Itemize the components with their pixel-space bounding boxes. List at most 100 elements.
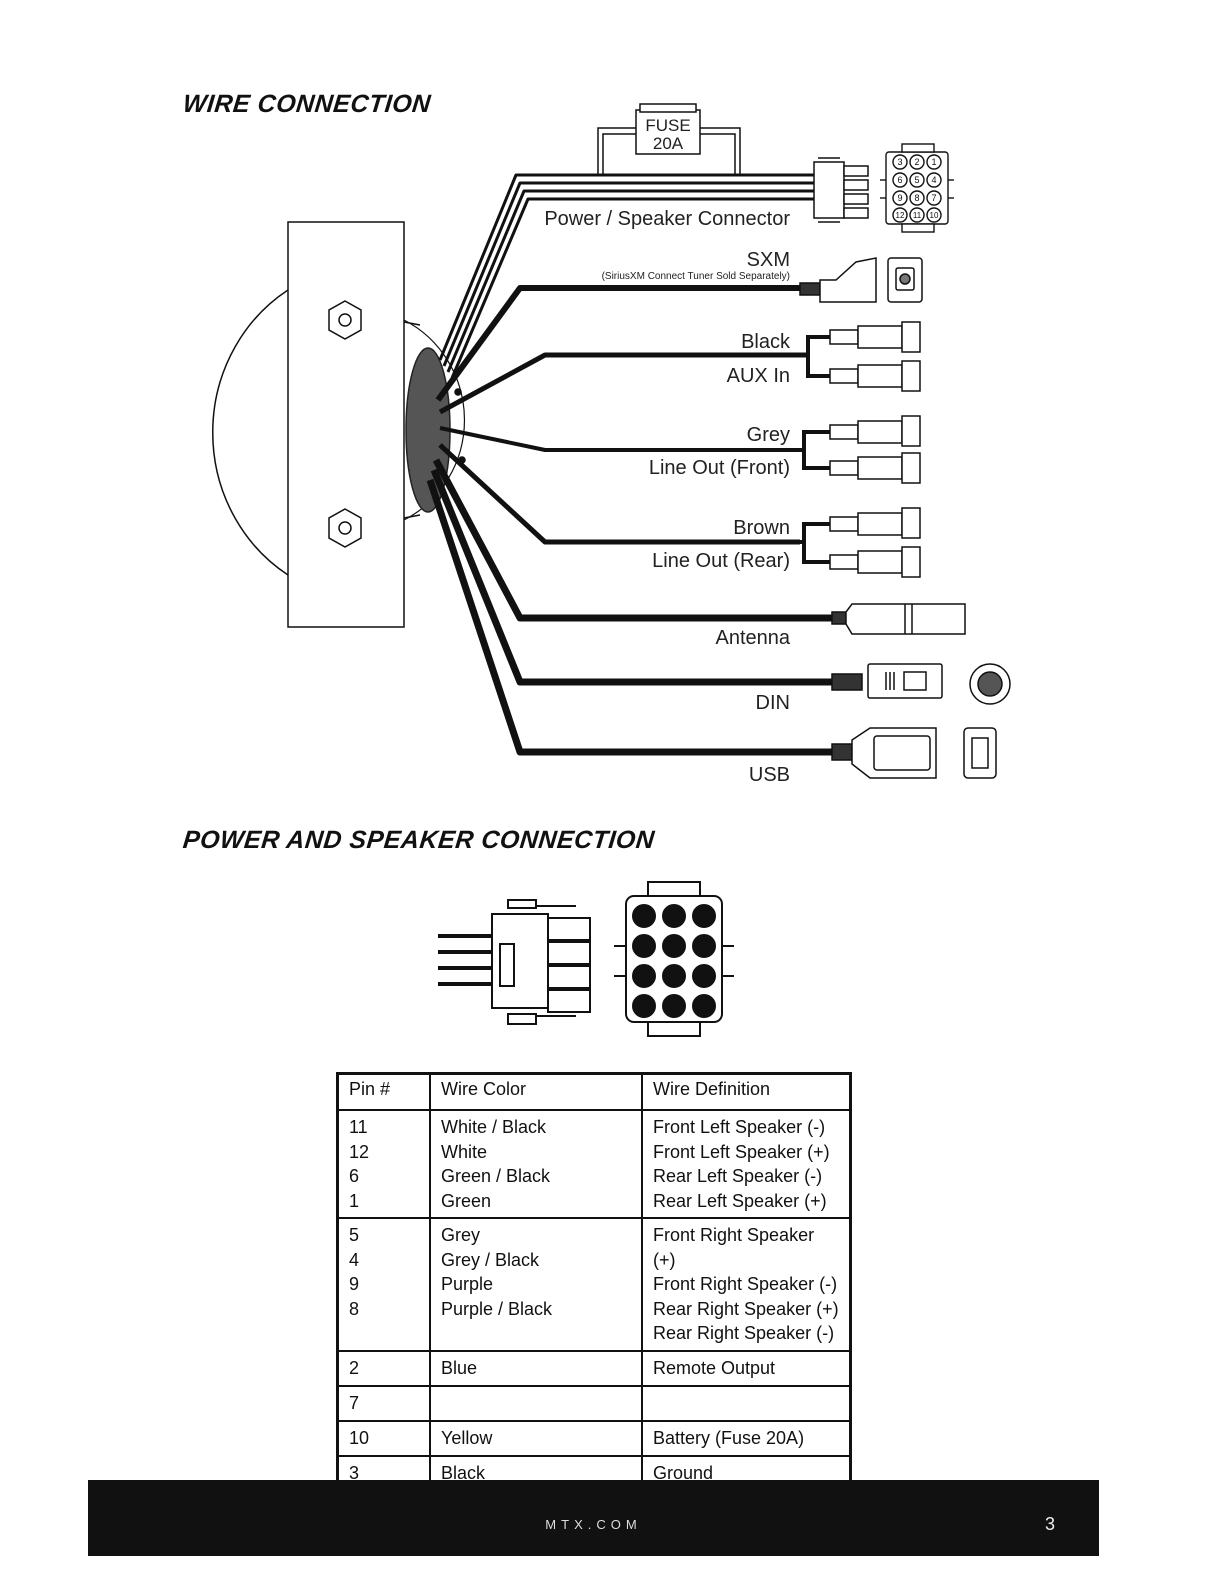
pin-cell: 5 4 9 8	[336, 1217, 431, 1352]
definition-value: Rear Left Speaker (+)	[653, 1190, 827, 1211]
svg-text:6: 6	[639, 936, 649, 956]
din-connector	[831, 663, 1011, 705]
footer-url[interactable]: MTX.COM	[545, 1517, 642, 1532]
color-cell	[429, 1384, 643, 1422]
svg-text:10: 10	[696, 999, 712, 1015]
pin-value: 11	[349, 1117, 368, 1137]
power-speaker-plug	[813, 157, 869, 223]
pin-value: 9	[349, 1274, 360, 1294]
definition-cell: Front Right Speaker (+) Front Right Spea…	[641, 1217, 852, 1352]
sxm-connector	[799, 257, 923, 303]
aux-in-label: AUX In	[727, 365, 790, 387]
pin-definition-table: Pin # Wire Color Wire Definition 11 12 6…	[336, 1072, 852, 1493]
header-pin: Pin #	[336, 1072, 431, 1111]
svg-text:7: 7	[931, 193, 936, 203]
table-row: 10 Yellow Battery (Fuse 20A)	[336, 1419, 852, 1457]
svg-text:5: 5	[669, 936, 679, 956]
color-value: Purple / Black	[441, 1298, 553, 1319]
color-cell: Yellow	[429, 1419, 643, 1457]
definition-value: Rear Right Speaker (-)	[653, 1323, 835, 1343]
line-out-rear-rca-connectors	[800, 507, 921, 578]
fuse-holder	[597, 103, 741, 175]
sxm-note: (SiriusXM Connect Tuner Sold Separately)	[602, 271, 790, 282]
pin-value: 12	[349, 1141, 370, 1162]
page-number: 3	[1044, 1514, 1055, 1534]
svg-text:9: 9	[639, 966, 649, 986]
color-cell: White / Black White Green / Black Green	[429, 1109, 643, 1219]
svg-text:12: 12	[896, 211, 905, 220]
svg-text:5: 5	[914, 175, 919, 185]
definition-value: Front Left Speaker (+)	[653, 1141, 830, 1162]
pin-value: 6	[349, 1166, 360, 1186]
antenna-label: Antenna	[715, 627, 790, 649]
power-speaker-receptacle-large: 3 2 1 6 5 4 9 8 7 12 11 10	[614, 881, 734, 1037]
svg-text:4: 4	[699, 936, 709, 956]
color-value: Green / Black	[441, 1166, 551, 1186]
header-wire-color: Wire Color	[429, 1072, 643, 1111]
usb-label: USB	[749, 764, 790, 786]
pin-cell: 10	[336, 1419, 431, 1457]
svg-text:2: 2	[669, 906, 679, 926]
front-grey-label: Grey	[747, 424, 790, 446]
color-cell: Grey Grey / Black Purple Purple / Black	[429, 1217, 643, 1352]
aux-black-label: Black	[741, 331, 791, 353]
line-out-rear-label: Line Out (Rear)	[652, 550, 790, 572]
pin-value: 1	[349, 1190, 360, 1211]
head-unit	[211, 221, 466, 628]
fuse-label-line1: FUSE	[645, 116, 690, 135]
pin-value: 8	[349, 1298, 360, 1319]
table-row: 2 Blue Remote Output	[336, 1349, 852, 1387]
pin-cell: 2	[336, 1349, 431, 1387]
color-value: Green	[441, 1190, 492, 1211]
definition-cell: Battery (Fuse 20A)	[641, 1419, 852, 1457]
svg-text:11: 11	[667, 999, 682, 1015]
wire-harness	[426, 173, 832, 756]
pin-value: 5	[349, 1225, 360, 1245]
pin-value: 4	[349, 1249, 360, 1270]
pin-cell: 11 12 6 1	[336, 1109, 431, 1219]
sxm-label: SXM	[747, 249, 790, 271]
color-value: White	[441, 1141, 488, 1162]
svg-text:3: 3	[639, 906, 649, 926]
svg-text:2: 2	[914, 157, 919, 167]
definition-cell: Front Left Speaker (-) Front Left Speake…	[641, 1109, 852, 1219]
svg-text:3: 3	[897, 157, 902, 167]
definition-cell: Remote Output	[641, 1349, 852, 1387]
aux-rca-connectors	[806, 321, 921, 392]
svg-text:4: 4	[931, 175, 936, 185]
power-speaker-plug-large	[438, 899, 591, 1025]
svg-text:8: 8	[914, 193, 919, 203]
color-value: Purple	[441, 1274, 494, 1294]
svg-text:10: 10	[930, 211, 939, 220]
svg-text:6: 6	[897, 175, 902, 185]
color-value: Grey / Black	[441, 1249, 540, 1270]
svg-text:9: 9	[897, 193, 902, 203]
wire-connection-diagram: FUSE 20A 3 2 1 6 5 4 9 8 7 12 11 10	[211, 103, 1011, 1037]
page-footer: MTX.COM 3	[88, 1480, 1099, 1556]
fuse-label-line2: 20A	[653, 134, 684, 153]
line-out-front-rca-connectors	[800, 415, 921, 484]
definition-value: Rear Right Speaker (+)	[653, 1298, 839, 1319]
table-header-row: Pin # Wire Color Wire Definition	[336, 1072, 852, 1111]
usb-connector	[831, 727, 997, 779]
rear-brown-label: Brown	[733, 517, 790, 539]
definition-value: Front Left Speaker (-)	[653, 1117, 826, 1137]
svg-text:12: 12	[636, 999, 652, 1015]
svg-text:11: 11	[913, 211, 922, 220]
antenna-connector	[831, 603, 966, 635]
power-speaker-receptacle: 3 2 1 6 5 4 9 8 7 12 11 10	[880, 143, 954, 233]
pin-cell: 7	[336, 1384, 431, 1422]
svg-text:1: 1	[931, 157, 936, 167]
color-value: White / Black	[441, 1117, 547, 1137]
table-row: 5 4 9 8 Grey Grey / Black Purple Purple …	[336, 1217, 852, 1352]
header-wire-definition: Wire Definition	[641, 1072, 852, 1111]
table-row: 7	[336, 1384, 852, 1422]
definition-value: Front Right Speaker (+)	[653, 1225, 815, 1270]
svg-text:1: 1	[699, 906, 709, 926]
color-cell: Blue	[429, 1349, 643, 1387]
definition-value: Rear Left Speaker (-)	[653, 1166, 823, 1186]
power-speaker-connector-label: Power / Speaker Connector	[544, 208, 790, 230]
din-label: DIN	[756, 692, 790, 714]
line-out-front-label: Line Out (Front)	[649, 457, 790, 479]
definition-value: Front Right Speaker (-)	[653, 1274, 838, 1294]
